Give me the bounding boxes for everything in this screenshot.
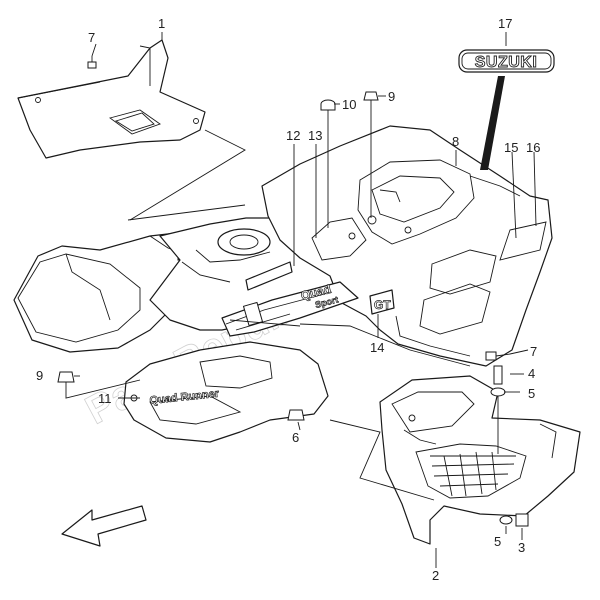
screw-7-right: [485, 351, 497, 361]
callout-10: 10: [342, 97, 356, 112]
callout-13: 13: [308, 128, 322, 143]
suzuki-emblem: SUZUKI: [458, 49, 555, 73]
grommet-6: [287, 409, 305, 421]
footrest-tread-grid: [430, 451, 516, 497]
callout-5-right: 5: [528, 386, 535, 401]
callout-2: 2: [432, 568, 439, 583]
callout-7-top: 7: [88, 30, 95, 45]
callout-7-right: 7: [530, 344, 537, 359]
washer-5-right: [490, 387, 506, 454]
grommet-9-left: [57, 371, 141, 399]
callout-3: 3: [518, 540, 525, 555]
gt-decal: GT: [369, 289, 395, 315]
screw-7-top: [87, 56, 97, 69]
nut-10: [320, 99, 336, 228]
callout-15: 15: [504, 140, 518, 155]
grommet-9-top: [363, 91, 379, 218]
callout-5-bottom: 5: [494, 534, 501, 549]
body-suzuki-decal: [245, 261, 293, 291]
callout-12: 12: [286, 128, 300, 143]
decal-gt-text: GT: [374, 298, 391, 312]
callout-4: 4: [528, 366, 535, 381]
callout-6: 6: [292, 430, 299, 445]
callout-labels: 1 2 3 4 5 5 6 7 7 8 9 9 10 11 12 13 14 1…: [36, 16, 540, 583]
washer-5-bottom: [499, 515, 513, 525]
bolt-4: [493, 365, 503, 385]
rear-fender: [261, 125, 553, 367]
callout-9-left: 9: [36, 368, 43, 383]
front-inner-panel: [17, 39, 206, 159]
callout-8: 8: [452, 134, 459, 149]
callout-11: 11: [98, 391, 112, 406]
emblem-logo-text: SUZUKI: [475, 54, 538, 71]
footrest-panel: [379, 375, 581, 545]
callout-17: 17: [498, 16, 512, 31]
leader-lines: [74, 32, 537, 568]
callout-16: 16: [526, 140, 540, 155]
callout-1: 1: [158, 16, 165, 31]
front-direction-arrow: [61, 505, 147, 547]
callout-14: 14: [370, 340, 384, 355]
callout-9-top: 9: [388, 89, 395, 104]
front-lower-cover: Quad Runner: [123, 341, 329, 443]
bolt-3: [515, 513, 529, 527]
